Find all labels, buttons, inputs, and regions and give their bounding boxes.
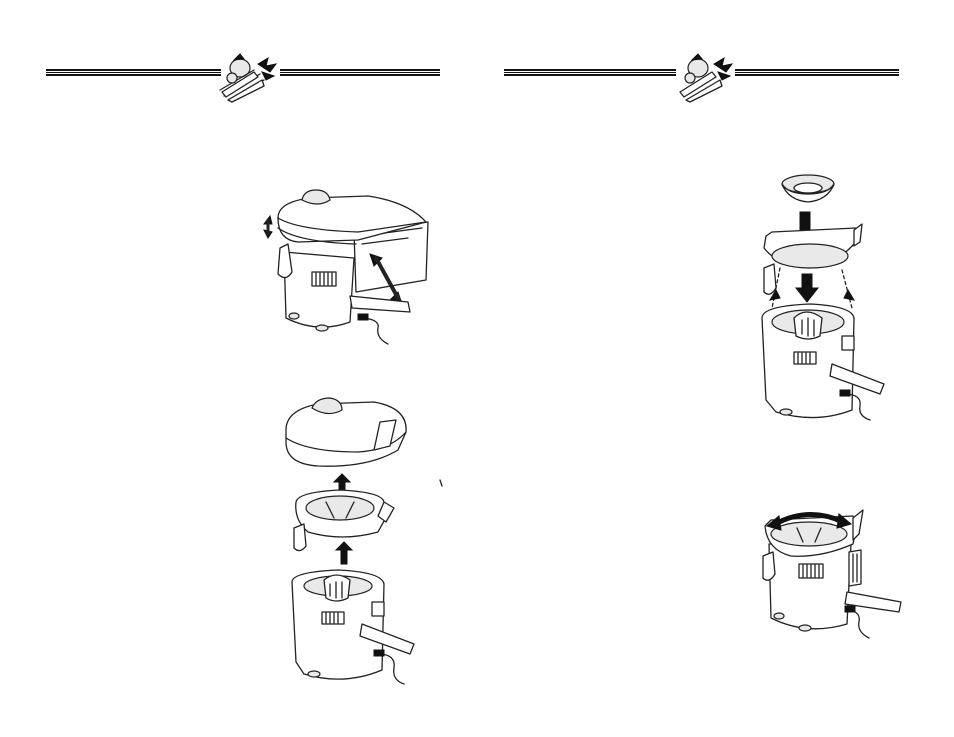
bowl-rotation-illustration (761, 500, 921, 640)
manual-page-left (0, 0, 477, 737)
juicer-lid-locked-illustration (258, 188, 444, 344)
header-rule-left (504, 69, 676, 76)
filter-basket-insertion-illustration (758, 172, 934, 420)
vegetable-bouquet-icon (214, 50, 286, 104)
header-rule-right (735, 69, 899, 76)
manual-page-right (477, 0, 954, 737)
vegetable-bouquet-icon (674, 50, 738, 104)
header-rule-left (46, 69, 221, 76)
header-rule-right (280, 69, 440, 76)
juicer-disassembly-illustration (278, 392, 446, 684)
